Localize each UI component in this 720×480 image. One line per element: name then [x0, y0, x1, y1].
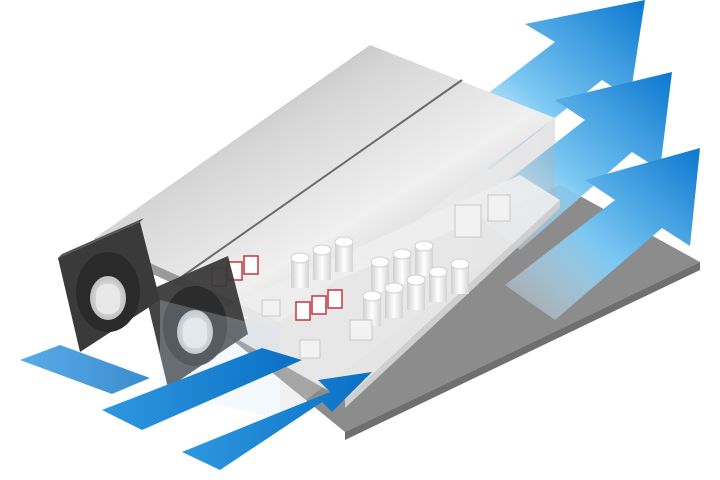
relay-icon	[243, 255, 259, 275]
relay-icon	[295, 301, 311, 321]
relay-icon	[327, 289, 343, 309]
transformer-icon	[487, 194, 511, 222]
airflow-arrow-icon	[505, 148, 700, 320]
airflow-arrow-icon	[182, 372, 372, 470]
relay-icon	[311, 295, 327, 315]
capacitor-icon	[334, 236, 354, 272]
capacitor-icon	[312, 244, 332, 280]
capacitor-icon	[414, 240, 434, 276]
capacitor-icon	[406, 274, 426, 310]
transformer-icon	[454, 204, 482, 238]
airflow-in-arrows	[20, 345, 372, 470]
components	[211, 194, 511, 359]
capacitor-icon	[370, 256, 390, 292]
airflow-arrow-icon	[20, 345, 150, 394]
transformer-icon	[261, 299, 281, 317]
cooling-fan-icon	[145, 256, 248, 388]
capacitor-icon	[450, 258, 470, 294]
transformer-icon	[299, 339, 321, 359]
capacitor-icon	[384, 282, 404, 318]
cooling-fans	[58, 218, 248, 388]
capacitor-icon	[392, 248, 412, 284]
capacitor-icon	[428, 266, 448, 302]
airflow-arrow-icon	[102, 348, 302, 430]
capacitor-icon	[290, 252, 310, 288]
capacitor-icon	[362, 290, 382, 326]
transformer-icon	[349, 319, 373, 341]
cooling-fan-icon	[58, 218, 160, 352]
